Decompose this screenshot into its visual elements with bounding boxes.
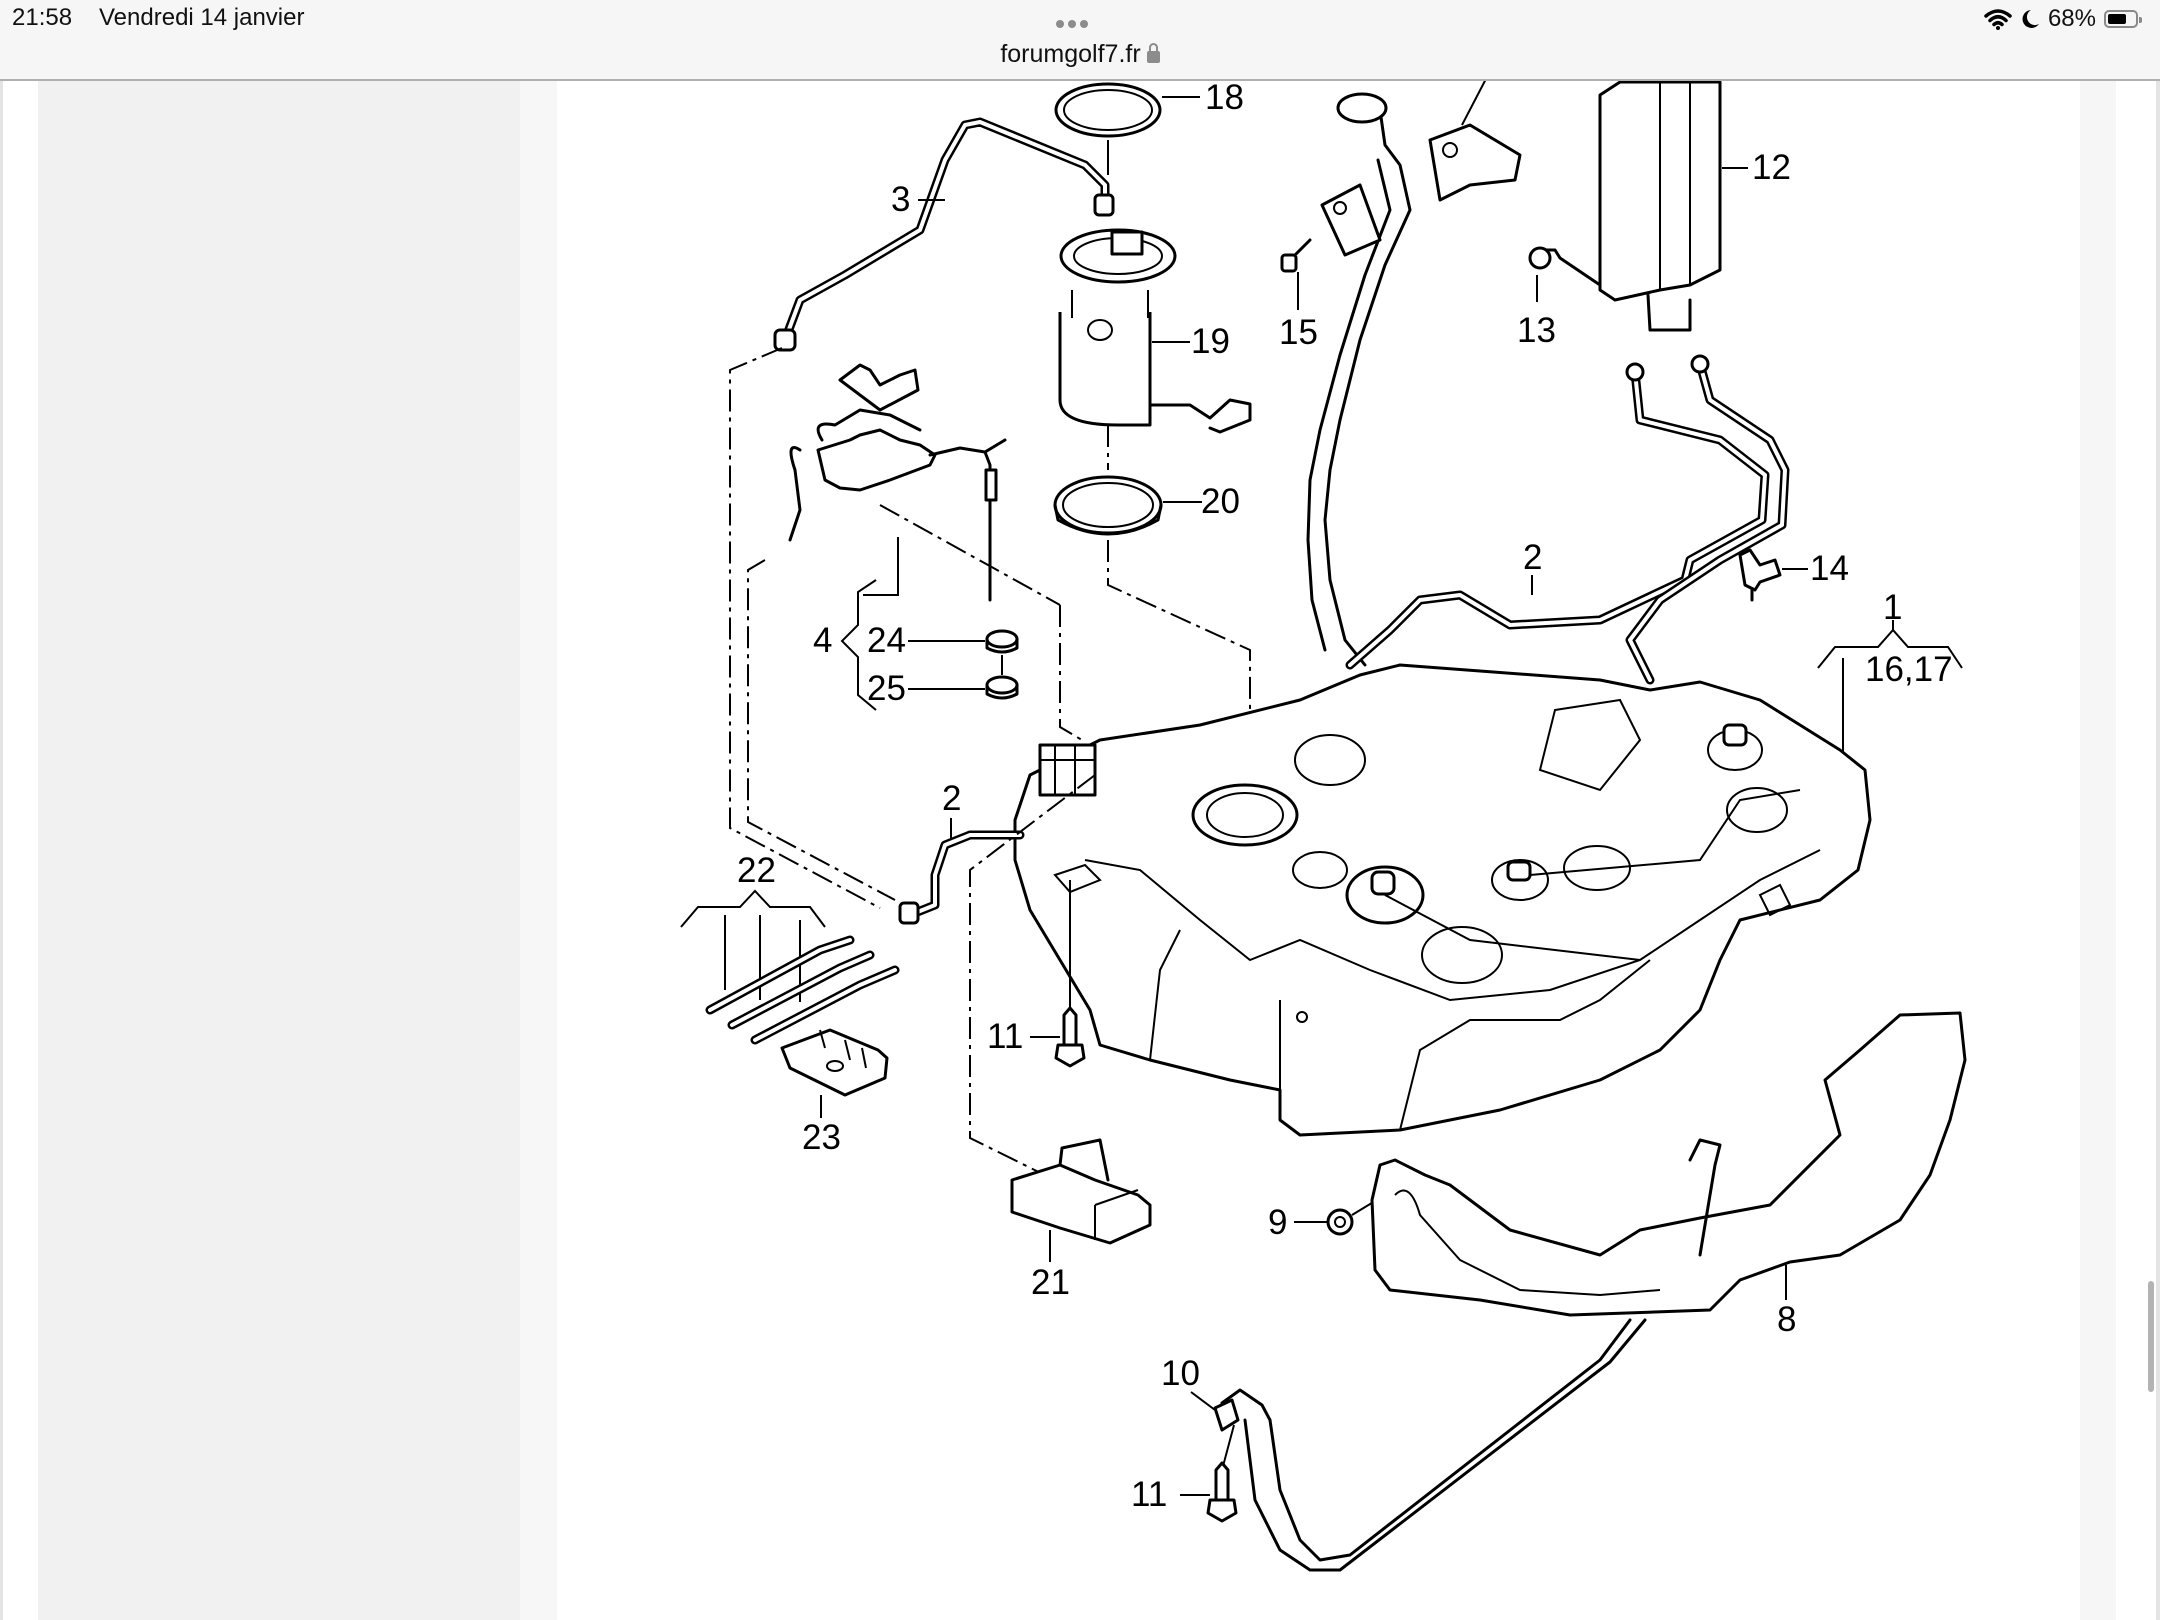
part-line-2-lower — [729, 347, 1096, 1191]
callout-12: 12 — [1752, 148, 1791, 187]
callout-15: 15 — [1279, 313, 1318, 352]
leader-lines — [918, 96, 1299, 503]
part-fuel-pump-19 — [1058, 228, 1252, 470]
callout-24: 24 — [867, 621, 906, 660]
callout-19: 19 — [1191, 322, 1230, 361]
part-clip-24 — [908, 629, 1019, 654]
part-clip-25 — [908, 655, 1019, 700]
status-indicators: 68% — [1984, 4, 2142, 34]
part-filler-neck — [1280, 81, 1522, 667]
lock-icon — [1146, 43, 1160, 63]
callout-18: 18 — [1205, 81, 1244, 117]
scrollbar-thumb[interactable] — [2148, 1281, 2154, 1392]
diagram-linework — [680, 81, 1967, 1572]
part-bolt-11-lower — [1180, 1424, 1238, 1523]
battery-percent: 68% — [2047, 5, 2096, 32]
url-text: forumgolf7.fr — [1000, 40, 1141, 68]
callout-11-lower: 11 — [1131, 1475, 1168, 1514]
part-sender-4 — [788, 363, 1083, 741]
right-edge — [2156, 81, 2160, 1620]
callout-1: 1 — [1883, 588, 1903, 627]
left-margin-strip — [520, 81, 557, 1620]
status-date: Vendredi 14 janvier — [99, 4, 305, 31]
part-nut-9 — [1294, 1197, 1381, 1236]
callout-10: 10 — [1161, 1354, 1200, 1393]
callout-16-17: 16,17 — [1865, 650, 1953, 689]
callout-23: 23 — [802, 1118, 841, 1157]
callout-2-lower: 2 — [942, 779, 962, 818]
part-clip-14 — [1738, 548, 1808, 602]
part-bolt-11-upper — [1030, 880, 1086, 1068]
battery-icon — [2104, 10, 2142, 28]
callout-9: 9 — [1268, 1203, 1288, 1242]
moon-icon — [2022, 10, 2039, 28]
callout-25: 25 — [867, 669, 906, 708]
callout-2-upper: 2 — [1523, 538, 1543, 577]
parts-diagram: 18 3 12 19 15 13 20 2 14 1 16,17 4 24 25… — [557, 81, 2080, 1620]
part-holder-23 — [780, 1028, 889, 1118]
part-pipe-3 — [773, 117, 1115, 352]
right-margin-strip — [2080, 81, 2116, 1620]
part-ring-18 — [1054, 82, 1162, 175]
callout-11-upper: 11 — [987, 1017, 1024, 1056]
bracket-1-16-17 — [1817, 620, 1963, 758]
part-fuel-tank-1 — [1013, 663, 1872, 1137]
callout-22: 22 — [737, 851, 776, 890]
callout-21: 21 — [1031, 1263, 1070, 1302]
callout-3: 3 — [891, 180, 911, 219]
battery-level — [2108, 14, 2126, 24]
url-bar[interactable]: forumgolf7.fr — [0, 40, 2160, 69]
more-dots-icon[interactable] — [1056, 20, 1088, 28]
callout-20: 20 — [1201, 482, 1240, 521]
part-connector-21 — [1010, 1138, 1152, 1262]
part-lines-22 — [680, 889, 900, 1045]
status-time: 21:58 — [12, 4, 73, 31]
left-edge — [0, 81, 3, 1620]
part-canister-12 — [1528, 81, 1748, 332]
callout-13: 13 — [1517, 311, 1556, 350]
browser-top-bar: 21:58 Vendredi 14 janvier forumgolf7.fr … — [0, 0, 2160, 81]
part-line-2-upper — [1345, 354, 1790, 685]
callout-14: 14 — [1810, 549, 1849, 588]
left-panel — [38, 81, 520, 1620]
callout-8: 8 — [1777, 1300, 1797, 1339]
callout-4: 4 — [813, 621, 833, 660]
part-heat-shield-8 — [1370, 1011, 1967, 1317]
wifi-icon — [1984, 9, 2012, 30]
part-ring-20 — [1053, 475, 1251, 820]
part-strap-10 — [1190, 1318, 1647, 1572]
